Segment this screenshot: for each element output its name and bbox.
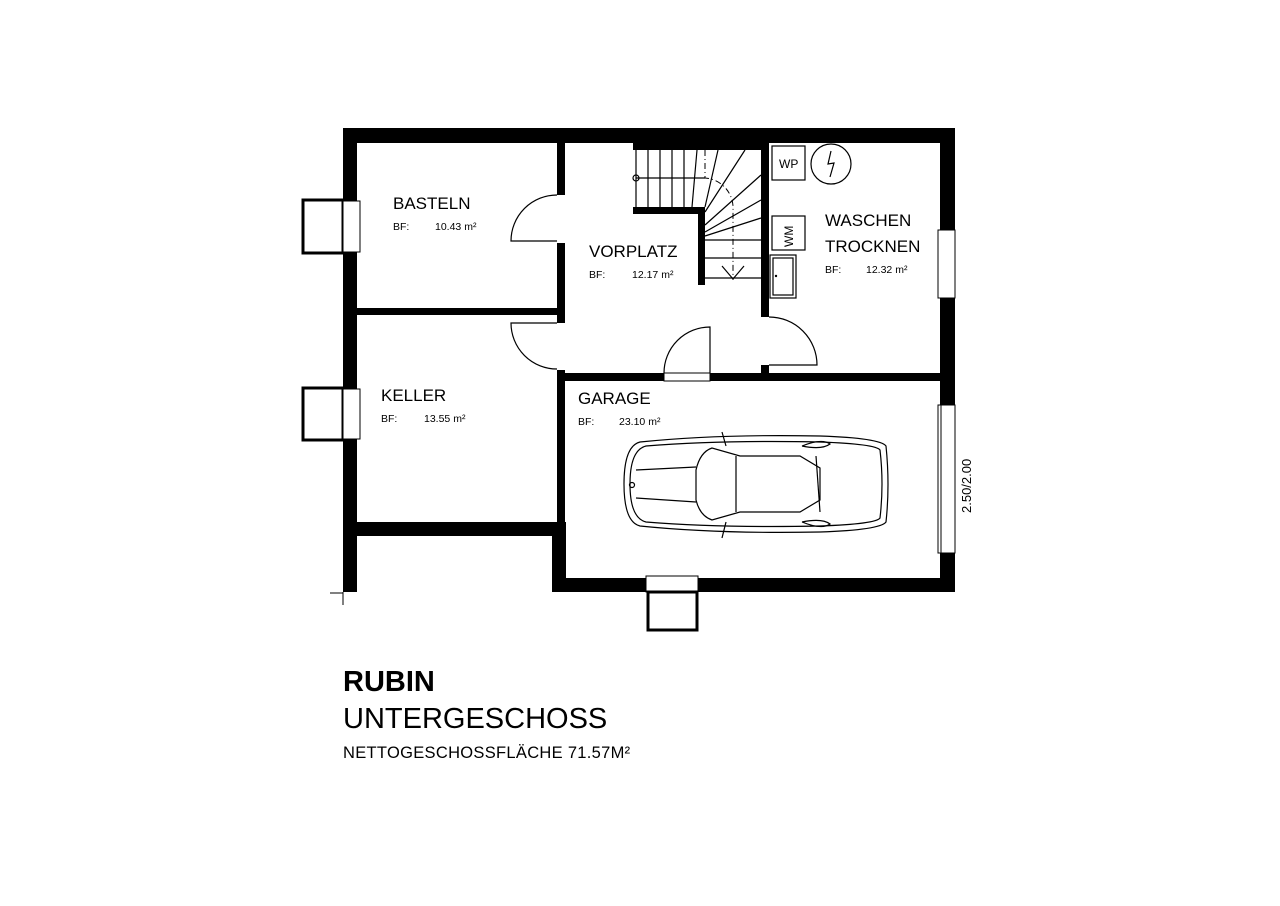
bf-label: BF: <box>393 221 409 233</box>
washing-machine-box <box>771 215 806 251</box>
title-block: RUBIN UNTERGESCHOSS NETTOGESCHOSSFLÄCHE … <box>343 664 630 768</box>
room-area: 13.55 m² <box>424 413 466 425</box>
room-name: VORPLATZ <box>589 242 677 261</box>
bf-label: BF: <box>825 264 841 276</box>
sink-icon <box>769 254 797 299</box>
bf-label: BF: <box>589 269 605 281</box>
washing-machine-label: WM <box>782 226 796 247</box>
room-name-2: TROCKNEN <box>825 237 920 256</box>
staircase <box>632 149 762 280</box>
room-vorplatz: VORPLATZ BF: 12.17 m² <box>589 242 677 281</box>
windows <box>301 198 956 632</box>
car-icon <box>623 431 889 539</box>
garage-door <box>937 404 956 554</box>
room-name: WASCHEN <box>825 211 911 230</box>
heat-pump-label: WP <box>779 157 798 171</box>
garage-door-dimension: 2.50/2.00 <box>959 459 974 513</box>
room-area: 12.32 m² <box>866 264 908 276</box>
room-area: 10.43 m² <box>435 221 477 233</box>
room-basteln: BASTELN BF: 10.43 m² <box>393 194 477 233</box>
room-waschen: WASCHEN TROCKNEN BF: 12.32 m² <box>825 211 920 276</box>
net-floor-area: NETTOGESCHOSSFLÄCHE 71.57M² <box>343 744 631 762</box>
bf-label: BF: <box>381 413 397 425</box>
room-name: GARAGE <box>578 389 651 408</box>
room-name: BASTELN <box>393 194 470 213</box>
room-garage: GARAGE BF: 23.10 m² <box>578 389 661 428</box>
floor-name: UNTERGESCHOSS <box>343 703 608 735</box>
room-area: 23.10 m² <box>619 416 661 428</box>
electrical-panel-icon <box>810 143 852 185</box>
doors <box>510 194 818 382</box>
house-name: RUBIN <box>343 666 435 698</box>
room-name: KELLER <box>381 386 446 405</box>
room-keller: KELLER BF: 13.55 m² <box>381 386 466 425</box>
laundry-fixtures: WP WM <box>769 143 852 299</box>
bf-label: BF: <box>578 416 594 428</box>
heat-pump-box <box>771 145 806 181</box>
room-area: 12.17 m² <box>632 269 674 281</box>
